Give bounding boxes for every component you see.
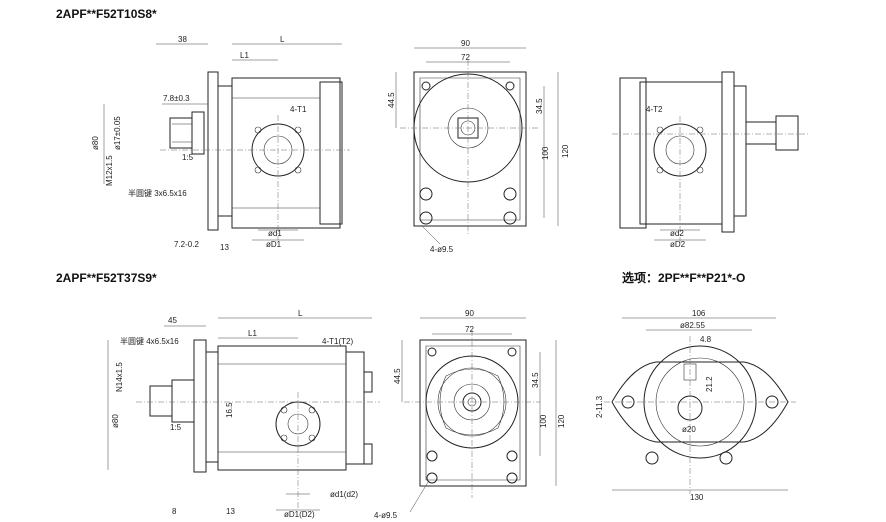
dim-d-phid1: ød1(d2)	[330, 490, 358, 499]
dim-d-n14: N14x1.5	[115, 362, 124, 392]
dim-e-90: 90	[465, 309, 474, 318]
view-a-side: 38 L L1 7.8±0.3 4-T1 1:5 半圆键 3x6.5x16 7.…	[91, 35, 350, 252]
dim-a-l: L	[280, 35, 285, 44]
dim-c-4t2: 4-T2	[646, 105, 663, 114]
view-a-front: 90 72 44.5 34.5 100 120 4-ø9.5	[387, 39, 570, 254]
dim-a-78: 7.8±0.3	[163, 94, 190, 103]
dim-a-l1: L1	[240, 51, 249, 60]
dim-a-72: 7.2-0.2	[174, 240, 199, 249]
dim-e-holes: 4-ø9.5	[374, 511, 398, 520]
dim-f-phi20: ø20	[682, 425, 696, 434]
dim-f-130: 130	[690, 493, 704, 502]
dim-f-113: 2-11.3	[595, 395, 604, 418]
dim-d-8: 8	[172, 507, 177, 516]
dim-e-120: 120	[557, 414, 566, 428]
dim-d-key: 半圆键 4x6.5x16	[120, 336, 179, 346]
dim-f-212: 21.2	[705, 376, 714, 392]
dim-b-445: 44.5	[387, 92, 396, 108]
dim-e-72: 72	[465, 325, 474, 334]
dim-e-445: 44.5	[393, 368, 402, 384]
dim-b-holes: 4-ø9.5	[430, 245, 454, 254]
dim-a-phid1: ød1	[268, 229, 282, 238]
dim-d-15: 1:5	[170, 423, 182, 432]
dim-a-15: 1:5	[182, 153, 194, 162]
dim-d-4t1t2: 4-T1(T2)	[322, 337, 353, 346]
title-option: 选项：2PF**F**P21*-O	[622, 270, 745, 285]
view-b-side: 45 L L1 半圆键 4x6.5x16 4-T1(T2) 16.5 1:5 N…	[107, 309, 380, 519]
dim-f-48: 4.8	[700, 335, 712, 344]
view-a-rear: 4-T2 ød2 øD2	[612, 71, 808, 249]
dim-a-38: 38	[178, 35, 187, 44]
dim-a-13: 13	[220, 243, 229, 252]
dim-d-l: L	[298, 309, 303, 318]
dim-a-key: 半圆键 3x6.5x16	[128, 188, 187, 198]
dim-b-72: 72	[461, 53, 470, 62]
dim-b-120: 120	[561, 144, 570, 158]
dim-d-45: 45	[168, 316, 177, 325]
dim-d-phiD1: øD1(D2)	[284, 510, 315, 519]
dim-a-phiD1: øD1	[266, 240, 282, 249]
dim-b-345: 34.5	[535, 98, 544, 114]
dim-d-l1: L1	[248, 329, 257, 338]
title-model-b: 2APF**F52T37S9*	[56, 271, 157, 285]
dim-e-100: 100	[539, 414, 548, 428]
dim-c-phiD2: øD2	[670, 240, 686, 249]
dim-f-106: 106	[692, 309, 706, 318]
dim-e-345: 34.5	[531, 372, 540, 388]
view-b-front: 90 72 44.5 34.5 100 120 4-ø9.5	[374, 309, 566, 520]
dim-a-phi80: ø80	[91, 136, 100, 150]
view-option-flange: 106 ø82.55 4.8 2-11.3 21.2 ø20 130	[595, 309, 796, 502]
dim-c-phid2: ød2	[670, 229, 684, 238]
dim-a-m12: M12x1.5	[105, 155, 114, 186]
dim-a-phi17: ø17±0.05	[113, 116, 122, 150]
dim-a-4t1: 4-T1	[290, 105, 307, 114]
dim-b-100: 100	[541, 146, 550, 160]
dim-d-165: 16.5	[225, 402, 234, 418]
dim-b-90: 90	[461, 39, 470, 48]
dim-d-13: 13	[226, 507, 235, 516]
dim-d-phi80: ø80	[111, 414, 120, 428]
title-model-a: 2APF**F52T10S8*	[56, 7, 157, 21]
dim-f-phi8255: ø82.55	[680, 321, 705, 330]
